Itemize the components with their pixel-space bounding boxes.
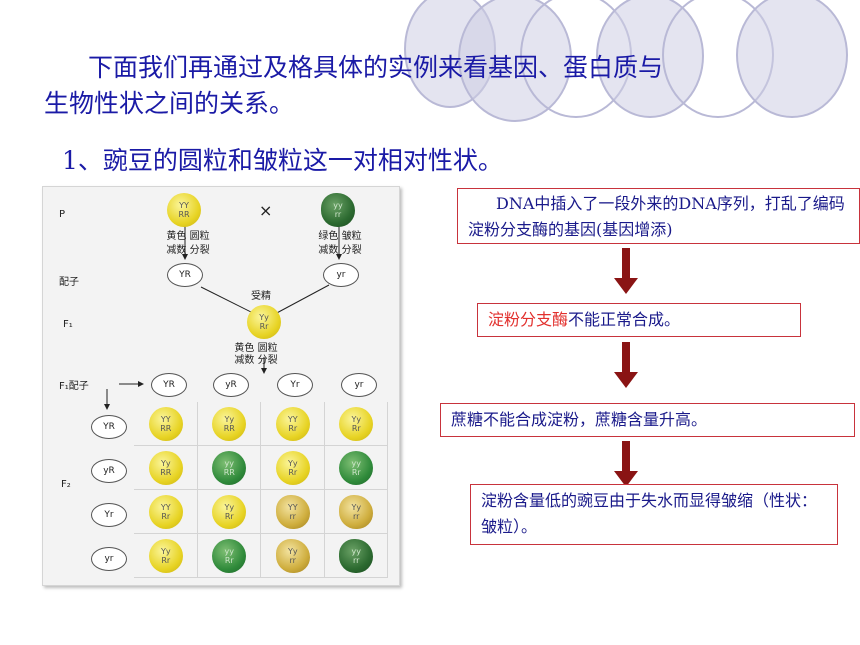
flow-arrow-3 xyxy=(614,441,638,487)
flow-step-2-rest: 不能正常合成。 xyxy=(568,310,681,329)
flow-step-3-text: 蔗糖不能合成淀粉，蔗糖含量升高。 xyxy=(451,410,708,429)
heading-line-2: 生物性状之间的关系。 xyxy=(44,89,295,118)
label-gamete: 配子 xyxy=(59,277,79,288)
parent-right-meiosis: 减数 分裂 xyxy=(318,245,362,256)
label-f2: F₂ xyxy=(61,479,71,490)
page-heading: 下面我们再通过及格具体的实例来看基因、蛋白质与 生物性状之间的关系。 xyxy=(44,50,804,122)
row-gamete-2: yR xyxy=(91,459,127,483)
f1-gamete-4: yr xyxy=(341,373,377,397)
row-gamete-1: YR xyxy=(91,415,127,439)
flow-step-2-highlight: 淀粉分支酶 xyxy=(488,310,569,329)
flow-arrow-2 xyxy=(614,342,638,388)
flow-step-2: 淀粉分支酶不能正常合成。 xyxy=(477,303,801,337)
heading-line-1: 下面我们再通过及格具体的实例来看基因、蛋白质与 xyxy=(88,53,664,82)
flow-step-1-text: DNA中插入了一段外来的DNA序列，打乱了编码淀粉分支酶的基因(基因增添) xyxy=(468,194,845,239)
label-fertilization: 受精 xyxy=(251,291,271,302)
f1-phenotype: 黄色 圆粒 xyxy=(234,343,278,354)
f1-gamete-3: Yr xyxy=(277,373,313,397)
label-cross: × xyxy=(259,201,273,220)
label-f1: F₁ xyxy=(63,319,73,330)
parent-left-gamete: YR xyxy=(167,263,203,287)
parent-right-phenotype: 绿色 皱粒 xyxy=(318,231,362,242)
parent-right-gamete: yr xyxy=(323,263,359,287)
f1-gamete-1: YR xyxy=(151,373,187,397)
flow-arrow-1 xyxy=(614,248,638,294)
flow-step-4-text: 淀粉含量低的豌豆由于失水而显得皱缩（性状：皱粒）。 xyxy=(481,491,818,536)
flow-step-4: 淀粉含量低的豌豆由于失水而显得皱缩（性状：皱粒）。 xyxy=(470,484,838,545)
parent-left-phenotype: 黄色 圆粒 xyxy=(166,231,210,242)
f1-gamete-2: yR xyxy=(213,373,249,397)
label-f1-gamete: F₁配子 xyxy=(59,381,89,392)
subheading: 1、豌豆的圆粒和皱粒这一对相对性状。 xyxy=(62,146,503,175)
row-gamete-3: Yr xyxy=(91,503,127,527)
flow-step-3: 蔗糖不能合成淀粉，蔗糖含量升高。 xyxy=(440,403,855,437)
label-p: P xyxy=(59,209,66,220)
f1-meiosis: 减数 分裂 xyxy=(234,355,278,366)
diagram-arrows xyxy=(104,225,342,410)
flow-step-1: DNA中插入了一段外来的DNA序列，打乱了编码淀粉分支酶的基因(基因增添) xyxy=(457,188,860,244)
decor-circle-6 xyxy=(736,0,848,118)
row-gamete-4: yr xyxy=(91,547,127,571)
parent-left-meiosis: 减数 分裂 xyxy=(166,245,210,256)
